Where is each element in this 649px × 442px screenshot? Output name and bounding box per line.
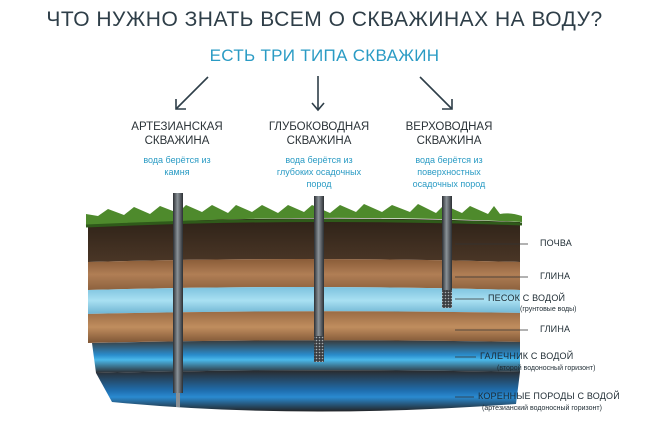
layer-gravel-water xyxy=(92,340,520,373)
layer-sand-water xyxy=(88,287,520,314)
page-subtitle: ЕСТЬ ТРИ ТИПА СКВАЖИН xyxy=(209,46,440,65)
layer-label-bedrock-water: КОРЕННЫЕ ПОРОДЫ С ВОДОЙ xyxy=(478,391,620,401)
layer-label-soil: ПОЧВА xyxy=(540,238,572,248)
layer-label-gravel-water: ГАЛЕЧНИК С ВОДОЙ xyxy=(480,351,574,361)
arrow-down-left-icon xyxy=(175,76,209,110)
layer-note-sand-water: (грунтовые воды) xyxy=(520,306,577,313)
well-deep-pipe xyxy=(314,196,324,336)
layer-soil xyxy=(88,218,520,262)
layer-note-bedrock-water: (артезианский водоносный горизонт) xyxy=(482,405,602,412)
arrow-down-icon xyxy=(311,76,325,112)
well-perched-filter xyxy=(442,290,452,308)
layer-clay-upper xyxy=(88,259,520,290)
layer-bedrock-water xyxy=(96,370,520,412)
well-perched-pipe xyxy=(442,196,452,290)
page-title: ЧТО НУЖНО ЗНАТЬ ВСЕМ О СКВАЖИНАХ НА ВОДУ… xyxy=(46,8,603,31)
layer-note-gravel-water: (второй водоносный горизонт) xyxy=(497,365,596,372)
layer-label-clay-lower: ГЛИНА xyxy=(540,324,571,334)
grass-strip xyxy=(86,204,522,226)
well-artesian-pipe xyxy=(173,193,183,393)
layer-label-clay-upper: ГЛИНА xyxy=(540,271,571,281)
layer-clay-lower xyxy=(88,311,520,343)
well-deep-filter xyxy=(314,336,324,362)
arrow-down-right-icon xyxy=(419,76,453,110)
layer-label-sand-water: ПЕСОК С ВОДОЙ xyxy=(488,293,566,303)
